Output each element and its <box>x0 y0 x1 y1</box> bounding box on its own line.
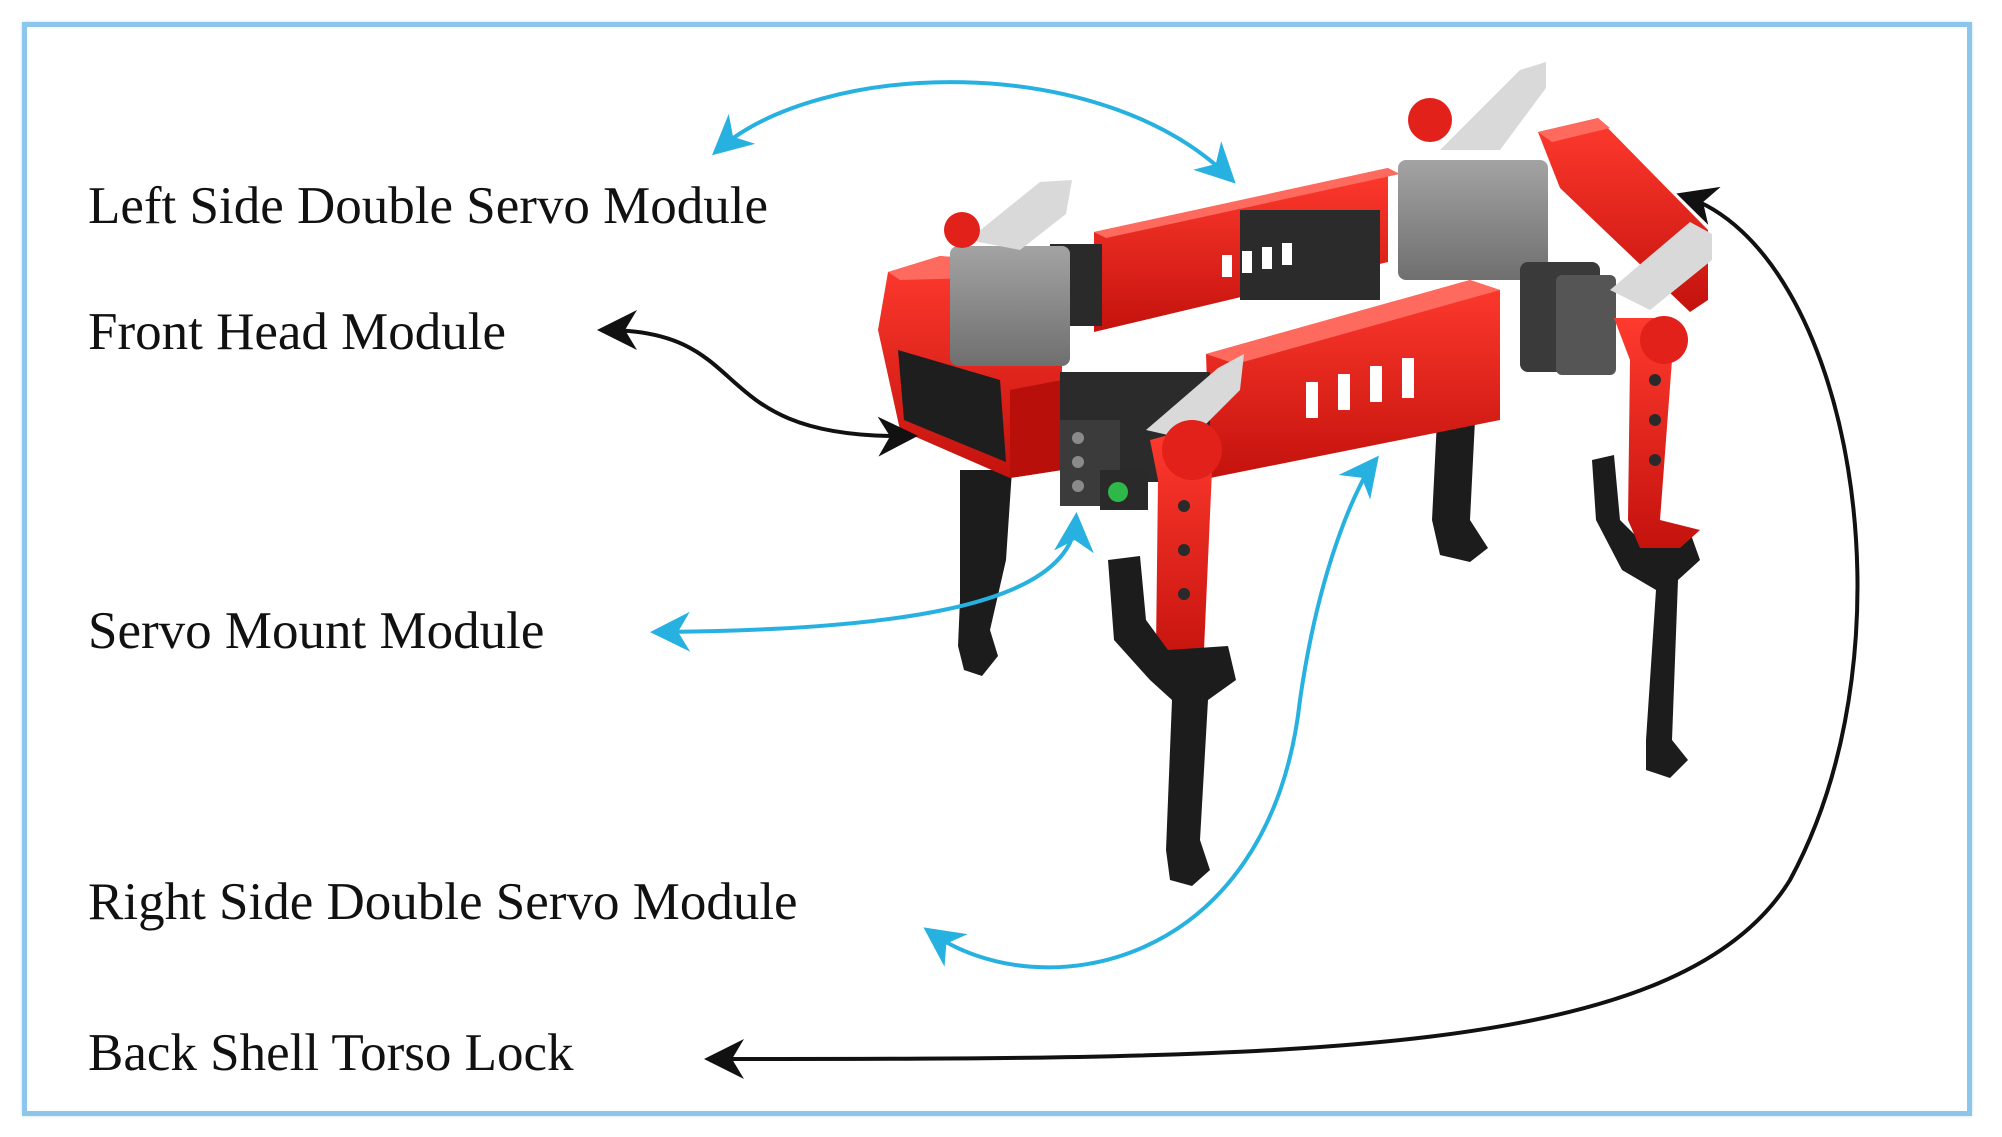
back-left-bracket <box>1440 62 1546 150</box>
label-front-head-module: Front Head Module <box>88 303 507 361</box>
front-right-upper-leg <box>1150 420 1222 672</box>
back-left-servo <box>1398 160 1548 280</box>
servo-mount-module-arrow <box>650 512 1094 652</box>
quadruped-robot-illustration <box>878 62 1712 886</box>
label-left-side-double-servo-module: Left Side Double Servo Module <box>88 177 769 235</box>
front-left-bracket <box>968 180 1072 250</box>
back-shell-arrow <box>704 186 1860 1079</box>
back-right-upper-leg <box>1614 316 1700 548</box>
arrows <box>597 80 1860 1079</box>
left-side-double-servo-module <box>1050 168 1400 332</box>
front-head-module-arrow <box>597 310 918 457</box>
front-left-leg <box>958 470 1012 676</box>
front-left-servo <box>950 246 1070 366</box>
label-servo-mount-module: Servo Mount Module <box>88 602 545 660</box>
left-side-module-arrow <box>711 80 1236 184</box>
label-back-shell-torso-lock: Back Shell Torso Lock <box>88 1024 574 1082</box>
label-right-side-double-servo-module: Right Side Double Servo Module <box>88 873 798 931</box>
